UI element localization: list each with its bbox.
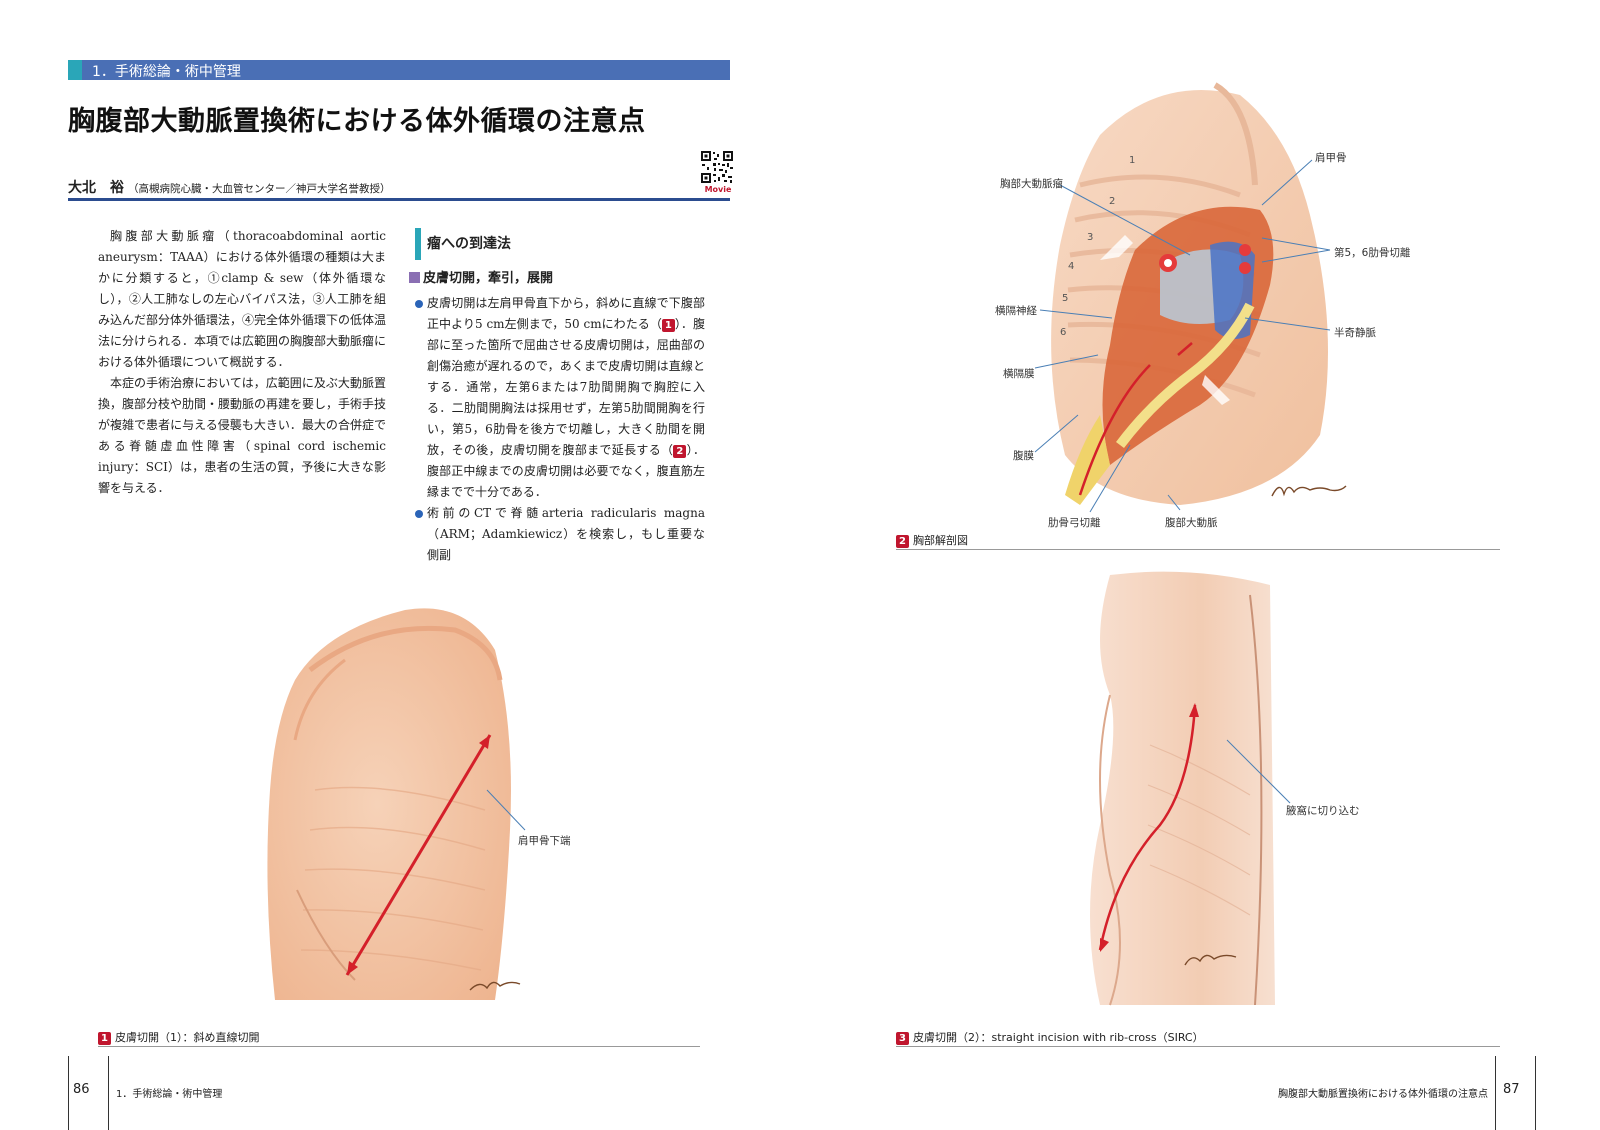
- rib-number-4: 4: [1068, 261, 1075, 272]
- bullet-dot-icon: [415, 300, 423, 308]
- label-axilla: 腋窩に切り込む: [1286, 805, 1360, 817]
- subsection-heading: 皮膚切開，牽引，展開: [409, 268, 705, 289]
- author-line: 大北 裕 （高槻病院心臓・大血管センター／神戸大学名誉教授）: [68, 177, 391, 197]
- author-rule: [68, 198, 730, 201]
- figure-3-rule: [896, 1046, 1500, 1047]
- folio-rule: [1495, 1056, 1496, 1130]
- label-scapula-tip: 肩甲骨下端: [518, 835, 571, 847]
- author-name: 大北 裕: [68, 180, 124, 196]
- label-diaphragm: 横隔膜: [1003, 368, 1035, 380]
- figure-2-caption-text: 胸部解剖図: [912, 534, 968, 547]
- figure-3-caption-text: 皮膚切開（2）：straight incision with rib-cross…: [912, 1031, 1204, 1044]
- folio-rule: [1535, 1056, 1536, 1130]
- intro-paragraph-1: 胸腹部大動脈瘤（thoracoabdominal aortic aneurysm…: [98, 229, 387, 369]
- intro-text: 胸腹部大動脈瘤（thoracoabdominal aortic aneurysm…: [98, 226, 386, 499]
- chapter-label: 1．手術総論・術中管理: [92, 64, 241, 80]
- page-number-left: 86: [73, 1082, 90, 1097]
- chapter-accent: [68, 60, 82, 80]
- figure-1-back-incision-illustration: [267, 608, 521, 1000]
- bullet-incision: 皮膚切開は左肩甲骨直下から，斜めに直線で下腹部正中より5 cm左側まで，50 c…: [415, 293, 705, 503]
- section-heading: 瘤への到達法: [415, 228, 705, 260]
- bullet-ct-text: 術前のCTで脊髄arteria radicularis magna（ARM；Ad…: [427, 506, 705, 562]
- bullet-incision-text-3: ）．腹部正中線までの皮膚切開は必要でなく，腹直筋左縁までで十分である．: [427, 443, 705, 499]
- label-rib-cut: 第5，6肋骨切離: [1334, 247, 1411, 259]
- figure-1-caption-text: 皮膚切開（1）：斜め直線切開: [114, 1031, 260, 1044]
- label-hemiazygos-vein: 半奇静脈: [1334, 327, 1376, 339]
- figure-ref-1[interactable]: 1: [661, 319, 675, 332]
- figure-ref-2[interactable]: 2: [673, 445, 687, 458]
- movie-label[interactable]: Movie: [704, 185, 732, 194]
- rib-number-3: 3: [1087, 232, 1094, 243]
- author-affiliation: （高槻病院心臓・大血管センター／神戸大学名誉教授）: [128, 183, 391, 195]
- rib-number-5: 5: [1062, 293, 1069, 304]
- bullet-incision-text-1: 皮膚切開は左肩甲骨直下から，斜めに直線で下腹部正中より5 cm左側まで，50 c…: [427, 296, 705, 331]
- chapter-bar: 1．手術総論・術中管理: [68, 60, 730, 80]
- folio-rule: [68, 1056, 69, 1130]
- page-title: 胸腹部大動脈置換術における体外循環の注意点: [68, 106, 646, 137]
- rib-number-6: 6: [1060, 327, 1067, 338]
- figure-3-number: 3: [896, 1032, 909, 1045]
- bullet-dot-icon: [415, 510, 423, 518]
- figure-1-number: 1: [98, 1032, 111, 1045]
- running-head-left: 1．手術総論・術中管理: [116, 1089, 223, 1100]
- folio-rule: [108, 1056, 109, 1130]
- figure-1-rule: [98, 1046, 700, 1047]
- signature-icon: [1184, 954, 1237, 966]
- subsection-heading-text: 皮膚切開，牽引，展開: [423, 271, 554, 286]
- rib-number-1: 1: [1129, 155, 1136, 166]
- label-thoracic-aneurysm: 胸部大動脈瘤: [1000, 178, 1063, 190]
- running-head-right: 胸腹部大動脈置換術における体外循環の注意点: [1278, 1089, 1488, 1100]
- figure-2-rule: [896, 549, 1500, 550]
- label-scapula: 肩甲骨: [1315, 152, 1347, 164]
- figure-2-number: 2: [896, 535, 909, 548]
- approach-section: 瘤への到達法 皮膚切開，牽引，展開 皮膚切開は左肩甲骨直下から，斜めに直線で下腹…: [409, 228, 705, 566]
- page-number-right: 87: [1503, 1082, 1520, 1097]
- figure-2-anatomy-illustration: [1051, 82, 1328, 505]
- label-abdominal-aorta: 腹部大動脈: [1165, 517, 1218, 529]
- signature-icon: [1271, 485, 1347, 497]
- label-phrenic-nerve: 横隔神経: [995, 305, 1037, 317]
- qr-code-icon[interactable]: [700, 150, 734, 184]
- signature-icon: [469, 981, 521, 991]
- bullet-ct: 術前のCTで脊髄arteria radicularis magna（ARM；Ad…: [415, 503, 705, 566]
- bullet-incision-text-2: ）．腹部に至った箇所で屈曲させる皮膚切開は，屈曲部の創傷治癒が遅れるので，あくま…: [427, 317, 705, 457]
- label-costal-arch-cut: 肋骨弓切離: [1048, 517, 1101, 529]
- label-peritoneum: 腹膜: [1013, 450, 1034, 462]
- rib-number-2: 2: [1109, 196, 1116, 207]
- figure-3-side-incision-illustration: [1090, 571, 1275, 1006]
- subsection-square-icon: [409, 272, 420, 283]
- intro-paragraph-2: 本症の手術治療においては，広範囲に及ぶ大動脈置換，腹部分枝や肋間・腰動脈の再建を…: [98, 376, 387, 495]
